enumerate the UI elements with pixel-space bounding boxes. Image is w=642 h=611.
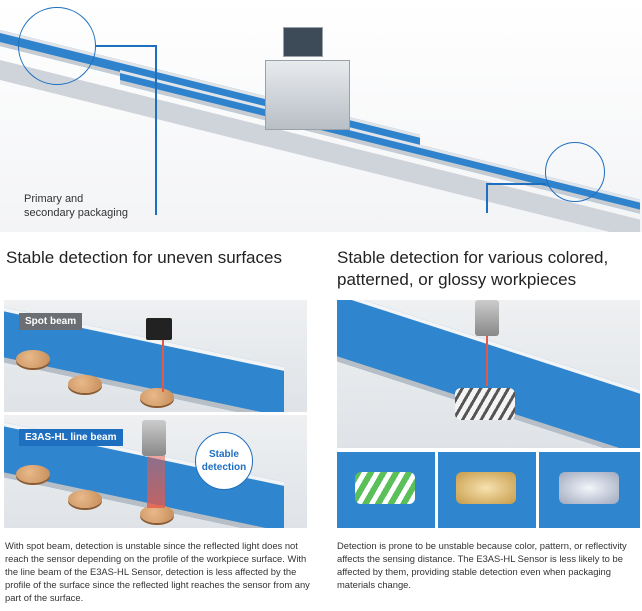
cookie — [68, 490, 102, 508]
packaging-detection-image — [337, 300, 640, 448]
hero-caption: Primary and secondary packaging — [24, 192, 128, 220]
caption-line: Primary and — [24, 193, 84, 205]
line-beam-image: E3AS-HL line beam — [4, 415, 307, 528]
cookie — [140, 505, 174, 523]
e3as-hl-sensor-icon — [142, 420, 166, 456]
left-description: With spot beam, detection is unstable si… — [5, 540, 310, 603]
right-description: Detection is prone to be unstable becaus… — [337, 540, 627, 590]
heading-line: Stable detection for various colored, — [337, 248, 609, 267]
right-heading: Stable detection for various colored, pa… — [337, 247, 608, 291]
sensor-highlight-circle — [545, 142, 605, 202]
cookie — [68, 375, 102, 393]
cookie — [140, 388, 174, 406]
spot-sensor-icon — [146, 318, 172, 340]
gold-package-image — [438, 452, 536, 528]
line-beam — [147, 456, 165, 508]
silver-package-image — [539, 452, 640, 528]
badge-line: Stable — [208, 449, 239, 460]
green-package-image — [337, 452, 435, 528]
packaging-machine — [265, 60, 350, 130]
spot-beam-tag: Spot beam — [19, 313, 83, 330]
e3as-hl-sensor-icon — [475, 300, 499, 336]
badge-line: detection — [201, 462, 247, 473]
monitor — [283, 27, 323, 57]
cookie — [16, 465, 50, 483]
sensor-highlight-circle — [18, 7, 96, 85]
caption-line: secondary packaging — [24, 207, 128, 219]
heading-line: patterned, or glossy workpieces — [337, 270, 577, 289]
packaging-line-illustration: Primary and secondary packaging — [0, 0, 642, 232]
striped-package — [455, 388, 515, 420]
left-heading: Stable detection for uneven surfaces — [6, 248, 282, 267]
line-beam-tag: E3AS-HL line beam — [19, 429, 123, 446]
spot-beam-image: Spot beam — [4, 300, 307, 412]
stable-detection-badge: Stable detection — [195, 432, 253, 490]
cookie — [16, 350, 50, 368]
